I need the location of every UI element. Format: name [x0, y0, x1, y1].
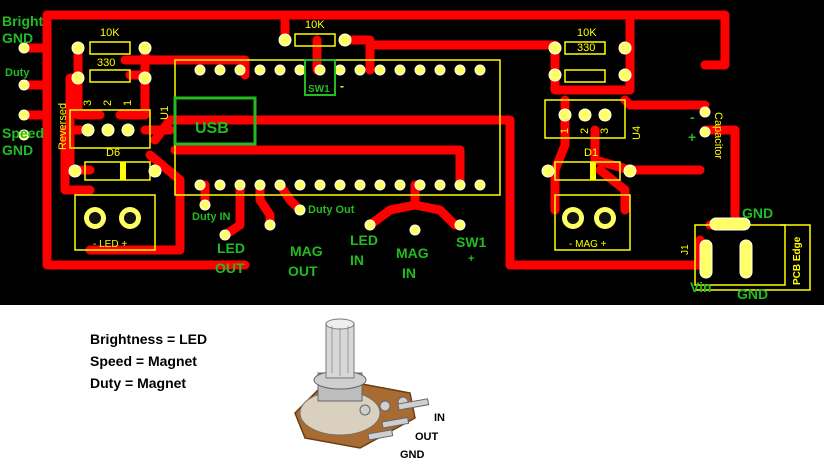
mag-terminal-outline [554, 194, 631, 251]
label-gnd-bottom: GND [2, 142, 33, 158]
u1-pin-2: 2 [102, 100, 114, 106]
led-out-label-1: LED [217, 240, 245, 256]
vin-label: Vin [690, 279, 712, 295]
j1-pad-top [709, 217, 751, 231]
resistor-label-330-right: 330 [577, 42, 595, 54]
usb-label: USB [195, 120, 229, 137]
u4-ref: U4 [631, 126, 643, 140]
led-in-label-2: IN [350, 252, 364, 268]
d1-label: D1 [584, 147, 598, 159]
resistor-label-10k-right: 10K [577, 27, 597, 39]
terminal-screws [84, 207, 616, 229]
legend-duty: Duty = Magnet [90, 375, 187, 391]
label-duty: Duty [5, 67, 30, 79]
d6-label: D6 [106, 147, 120, 159]
u1-pin-1: 1 [122, 100, 134, 106]
gnd-label-right-top: GND [742, 205, 773, 221]
u1-ref: U1 [159, 106, 171, 120]
j1-pad-left [699, 239, 713, 279]
potentiometer-illustration: IN OUT GND [294, 318, 445, 461]
u4-outline [544, 99, 626, 139]
gnd-label-right-bottom: GND [737, 286, 768, 302]
sw1-label: SW1 [308, 84, 330, 95]
d1-outline [554, 161, 621, 181]
usb-highlight [173, 96, 257, 146]
led-in-label-1: LED [350, 232, 378, 248]
u1-outline [69, 109, 151, 149]
mag-out-label-1: MAG [290, 243, 323, 259]
resistor-label-330-left: 330 [97, 57, 115, 69]
led-terminal-outline [74, 194, 156, 251]
label-speed: Speed [2, 125, 44, 141]
pot-pin-out: OUT [415, 431, 439, 443]
mag-in-label-2: IN [402, 265, 416, 281]
j1-label: J1 [680, 244, 691, 255]
resistor-label-10k-left: 10K [100, 27, 120, 39]
sw1-minus: - [340, 79, 344, 93]
sw1-bottom-label: SW1 [456, 234, 487, 250]
label-bright: Bright [2, 13, 44, 29]
u4-pin-3: 3 [599, 128, 611, 134]
u4-pin-1: 1 [559, 128, 571, 134]
resistor-10k-top [294, 33, 336, 47]
led-out-label-2: OUT [215, 260, 245, 276]
u1-pin-3: 3 [82, 100, 94, 106]
pot-shaft-top [325, 318, 355, 330]
resistor-10k-left [89, 41, 131, 55]
sw1-highlight [304, 59, 336, 96]
pcb-edge-line [695, 224, 811, 291]
cap-minus: - [690, 109, 695, 125]
pot-pins [359, 396, 430, 441]
j1-pad-right [739, 239, 753, 279]
resistor-label-10k-top: 10K [305, 19, 325, 31]
mag-terminal-label: - MAG + [569, 239, 607, 250]
pads [18, 33, 711, 241]
pot-pin-in: IN [434, 412, 445, 424]
u1-reversed: Reversed [57, 103, 69, 150]
mag-in-label-1: MAG [396, 245, 429, 261]
sw1-plus: + [468, 253, 474, 265]
resistor-330-left [89, 69, 131, 83]
d6-band [120, 162, 126, 180]
capacitor-label: Capacitor [712, 112, 724, 159]
legend-brightness: Brightness = LED [90, 331, 208, 347]
d1-band [590, 162, 596, 180]
led-terminal-label: - LED + [93, 239, 127, 250]
label-gnd-top: GND [2, 30, 33, 46]
cap-plus: + [688, 129, 696, 145]
resistor-10k-right [564, 41, 606, 55]
mag-out-label-2: OUT [288, 263, 318, 279]
legend-speed: Speed = Magnet [90, 353, 197, 369]
pcb-edge-label: PCB Edge [792, 236, 803, 285]
duty-out-label: Duty Out [308, 204, 355, 216]
pot-pin-gnd: GND [400, 449, 425, 461]
duty-in-label: Duty IN [192, 211, 231, 223]
resistor-330-right [564, 69, 606, 83]
u4-pin-2: 2 [579, 128, 591, 134]
pcb-diagram: Bright GND Duty Speed GND USB SW1 - Duty… [0, 0, 824, 305]
